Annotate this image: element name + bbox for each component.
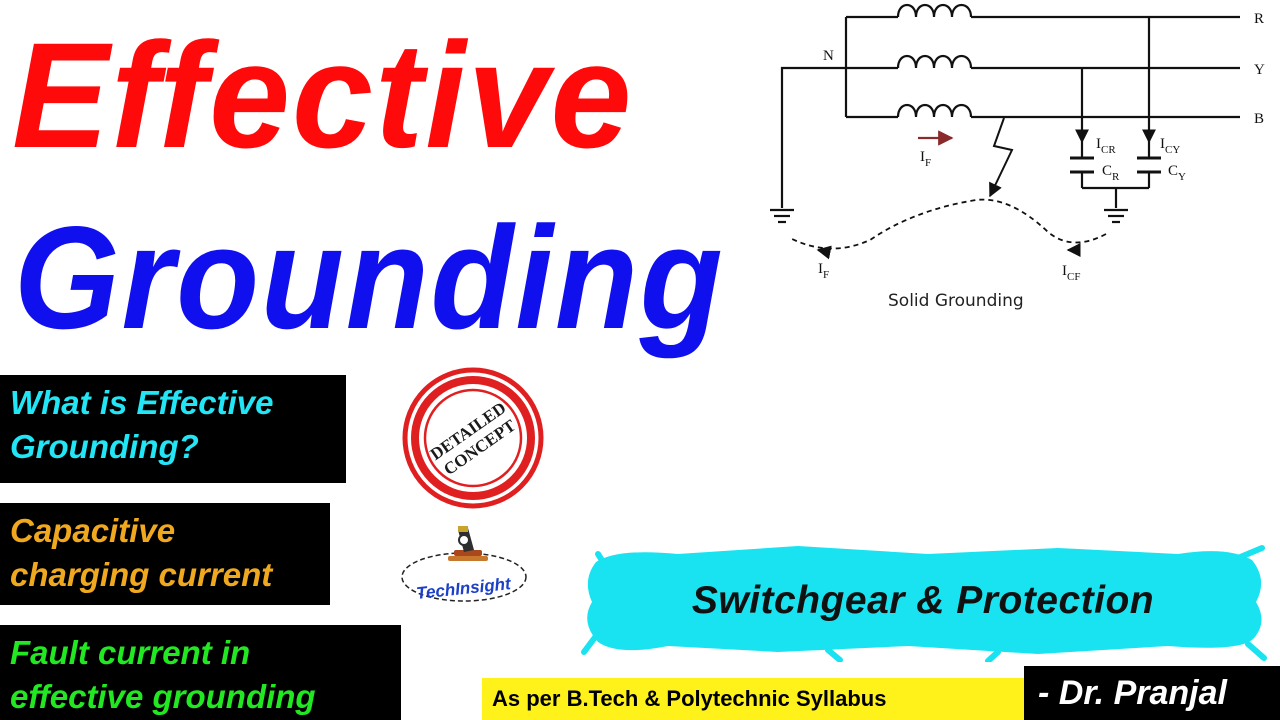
charging-current-y-label: ICY [1160,136,1180,156]
topic-capacitive-charging-current: Capacitive charging current [0,503,330,605]
phase-y-label: Y [1254,62,1265,78]
capacitor-r-label: CR [1102,163,1120,183]
fault-lightning-symbol [989,117,1014,198]
coil-r [896,3,973,18]
course-banner: Switchgear & Protection [578,540,1268,662]
fault-return-path [789,198,1107,250]
charging-current-r-label: ICR [1096,136,1116,156]
logo-name: TechInsight [415,574,513,603]
phase-r-label: R [1254,11,1264,27]
topic-what-is-effective-grounding: What is Effective Grounding? [0,375,346,483]
return-current-label: IF [818,261,829,281]
highlighter-brush-stroke [581,545,1267,662]
topic-fault-current: Fault current in effective grounding [0,625,401,720]
phase-b-label: B [1254,111,1264,127]
fault-current-label: IF [920,149,931,169]
solid-grounding-diagram: N R Y B IF IF ICF ICR ICY CR CY Solid Gr… [770,3,1265,311]
syllabus-note: As per B.Tech & Polytechnic Syllabus [482,678,1024,720]
microscope-icon [448,526,488,561]
coil-y [896,54,973,69]
title-line-1: Effective [12,11,634,179]
detailed-concept-stamp: DETAILED CONCEPT [402,367,544,509]
ground-symbol-neutral [770,208,794,224]
neutral-label: N [823,48,834,64]
ground-symbol-capacitor [1104,208,1128,224]
techinsight-logo: TechInsight [401,526,527,603]
capacitor-y-label: CY [1168,163,1186,183]
coil-b [896,103,973,118]
author-name: - Dr. Pranjal [1024,666,1280,720]
title-line-2: Grounding [14,196,725,359]
capacitive-fault-current-label: ICF [1062,263,1080,283]
diagram-caption: Solid Grounding [888,291,1024,311]
course-label: Switchgear & Protection [691,579,1155,622]
